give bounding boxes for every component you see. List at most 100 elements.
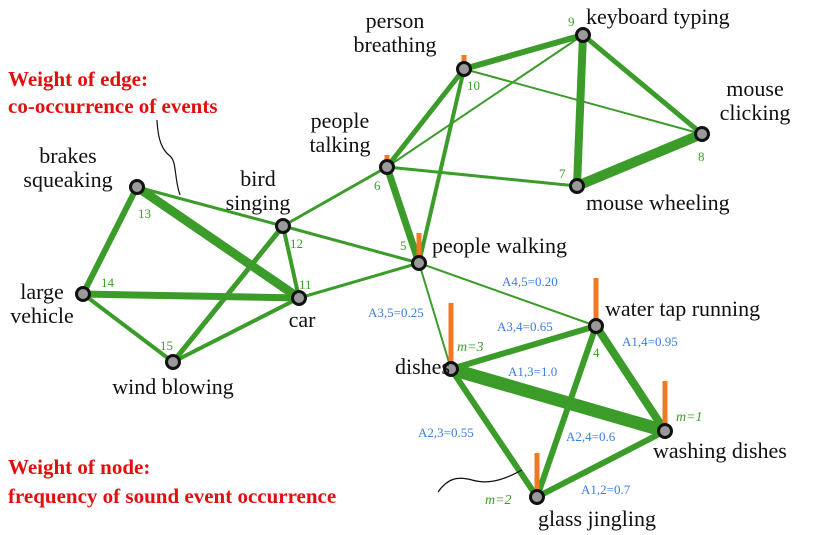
node-label-line: squeaking [23, 167, 112, 192]
node-people-talking [379, 159, 395, 175]
edge-n1-n4 [448, 323, 599, 372]
edge-n2-n3 [534, 428, 668, 500]
node-label-line: clicking [720, 100, 791, 125]
node-label-wind-blowing: wind blowing [112, 374, 234, 399]
mass-label-n2: m=2 [485, 493, 512, 508]
edge-n6-n7 [385, 165, 579, 188]
mass-label-n3: m=1 [676, 410, 703, 425]
node-label-line: keyboard typing [586, 4, 730, 29]
edge-n5-n4 [418, 262, 597, 327]
node-wind-blowing [165, 354, 181, 370]
edge-weight-label-n4-n2: A2,4=0.6 [566, 429, 616, 444]
node-index-9: 9 [568, 14, 575, 29]
edge-weight-label-n1-n4: A3,4=0.65 [497, 319, 553, 334]
node-index-13: 13 [138, 206, 151, 221]
edge-n13-n11 [132, 182, 304, 303]
node-label-washing-dishes: washing dishes [653, 438, 787, 463]
edge-n14-n11 [79, 290, 303, 302]
edge-n5-n1 [418, 262, 452, 370]
node-index-7: 7 [559, 166, 566, 181]
node-index-5: 5 [400, 238, 407, 253]
mass-label-n1: m=3 [457, 340, 484, 355]
node-label-line: large [20, 279, 64, 304]
edge-n12-n11 [281, 224, 301, 300]
node-mouse-clicking [694, 126, 710, 142]
edge-n9-n8 [580, 32, 705, 137]
node-label-line: breathing [353, 32, 436, 57]
edge-n12-n6 [281, 165, 389, 228]
frequency-bar-n3 [662, 381, 668, 431]
nodes-layer [75, 27, 710, 505]
edge-weight-label-n4-n3: A1,4=0.95 [622, 334, 678, 349]
node-label-line: vehicle [10, 303, 74, 328]
edge-n15-n11 [171, 296, 301, 364]
node-label-line: mouse [726, 76, 783, 101]
node-bird-singing [275, 218, 291, 234]
edges-layer [79, 31, 707, 500]
edge-n6-n9 [386, 34, 584, 168]
node-mouse-wheeling [569, 178, 585, 194]
frequency-bar-n4 [593, 278, 599, 326]
edge-weight-caption-line2: co-occurrence of events [8, 94, 218, 118]
edge-n4-n3 [592, 322, 669, 435]
node-label-people-walking: people walking [432, 233, 567, 258]
edge-n13-n12 [135, 185, 285, 228]
node-label-dishes: dishes [395, 354, 450, 379]
edge-weight-label-n2-n3: A1,2=0.7 [581, 482, 631, 497]
node-dishes [443, 361, 459, 377]
edge-weight-label-n5-n1: A3,5=0.25 [368, 305, 424, 320]
frequency-bar-n2 [534, 453, 540, 497]
node-label-mouse-wheeling: mouse wheeling [586, 190, 730, 215]
node-label-line: talking [309, 132, 370, 157]
node-washing-dishes [657, 423, 673, 439]
edge-n4-n2 [534, 323, 599, 500]
edge-n15-n12 [170, 223, 286, 365]
node-index-4: 4 [593, 345, 600, 360]
node-brakes-squeaking [129, 179, 145, 195]
node-glass-jingling [529, 489, 545, 505]
node-label-line: people [311, 108, 370, 133]
node-keyboard-typing [575, 27, 591, 43]
node-label-line: dishes [395, 354, 450, 379]
frequency-bar-n1 [448, 303, 454, 369]
node-people-walking [411, 255, 427, 271]
caption-leaders [156, 119, 523, 493]
node-weight-caption-line2: frequency of sound event occurrence [8, 484, 336, 508]
node-label-line: washing dishes [653, 438, 787, 463]
node-index-14: 14 [101, 275, 115, 290]
edge-n10-n9 [461, 32, 586, 72]
node-car [291, 290, 307, 306]
node-label-line: singing [226, 190, 291, 215]
node-label-line: wind blowing [112, 374, 234, 399]
edge-n1-n3 [444, 362, 672, 438]
node-label-line: mouse wheeling [586, 190, 730, 215]
edge-n11-n5 [297, 261, 421, 300]
node-label-line: people walking [432, 233, 567, 258]
edge-caption-leader [156, 119, 181, 196]
edge-n1-n2 [448, 366, 540, 500]
node-weight-caption-line1: Weight of node: [8, 455, 150, 479]
node-caption-leader [437, 469, 523, 493]
node-index-11: 11 [299, 277, 312, 292]
node-label-line: bird [240, 166, 275, 191]
node-water-tap-running [588, 318, 604, 334]
frequency-bar-n5 [416, 233, 422, 263]
edge-n8-n7 [572, 129, 707, 191]
node-label-keyboard-typing: keyboard typing [586, 4, 730, 29]
edge-n6-n5 [383, 163, 423, 267]
node-label-car: car [289, 307, 317, 332]
node-index-15: 15 [160, 338, 173, 353]
edge-n12-n5 [281, 224, 421, 265]
node-index-8: 8 [698, 149, 705, 164]
node-person-breathing [456, 61, 472, 77]
node-label-line: brakes [39, 143, 96, 168]
node-large-vehicle [75, 286, 91, 302]
